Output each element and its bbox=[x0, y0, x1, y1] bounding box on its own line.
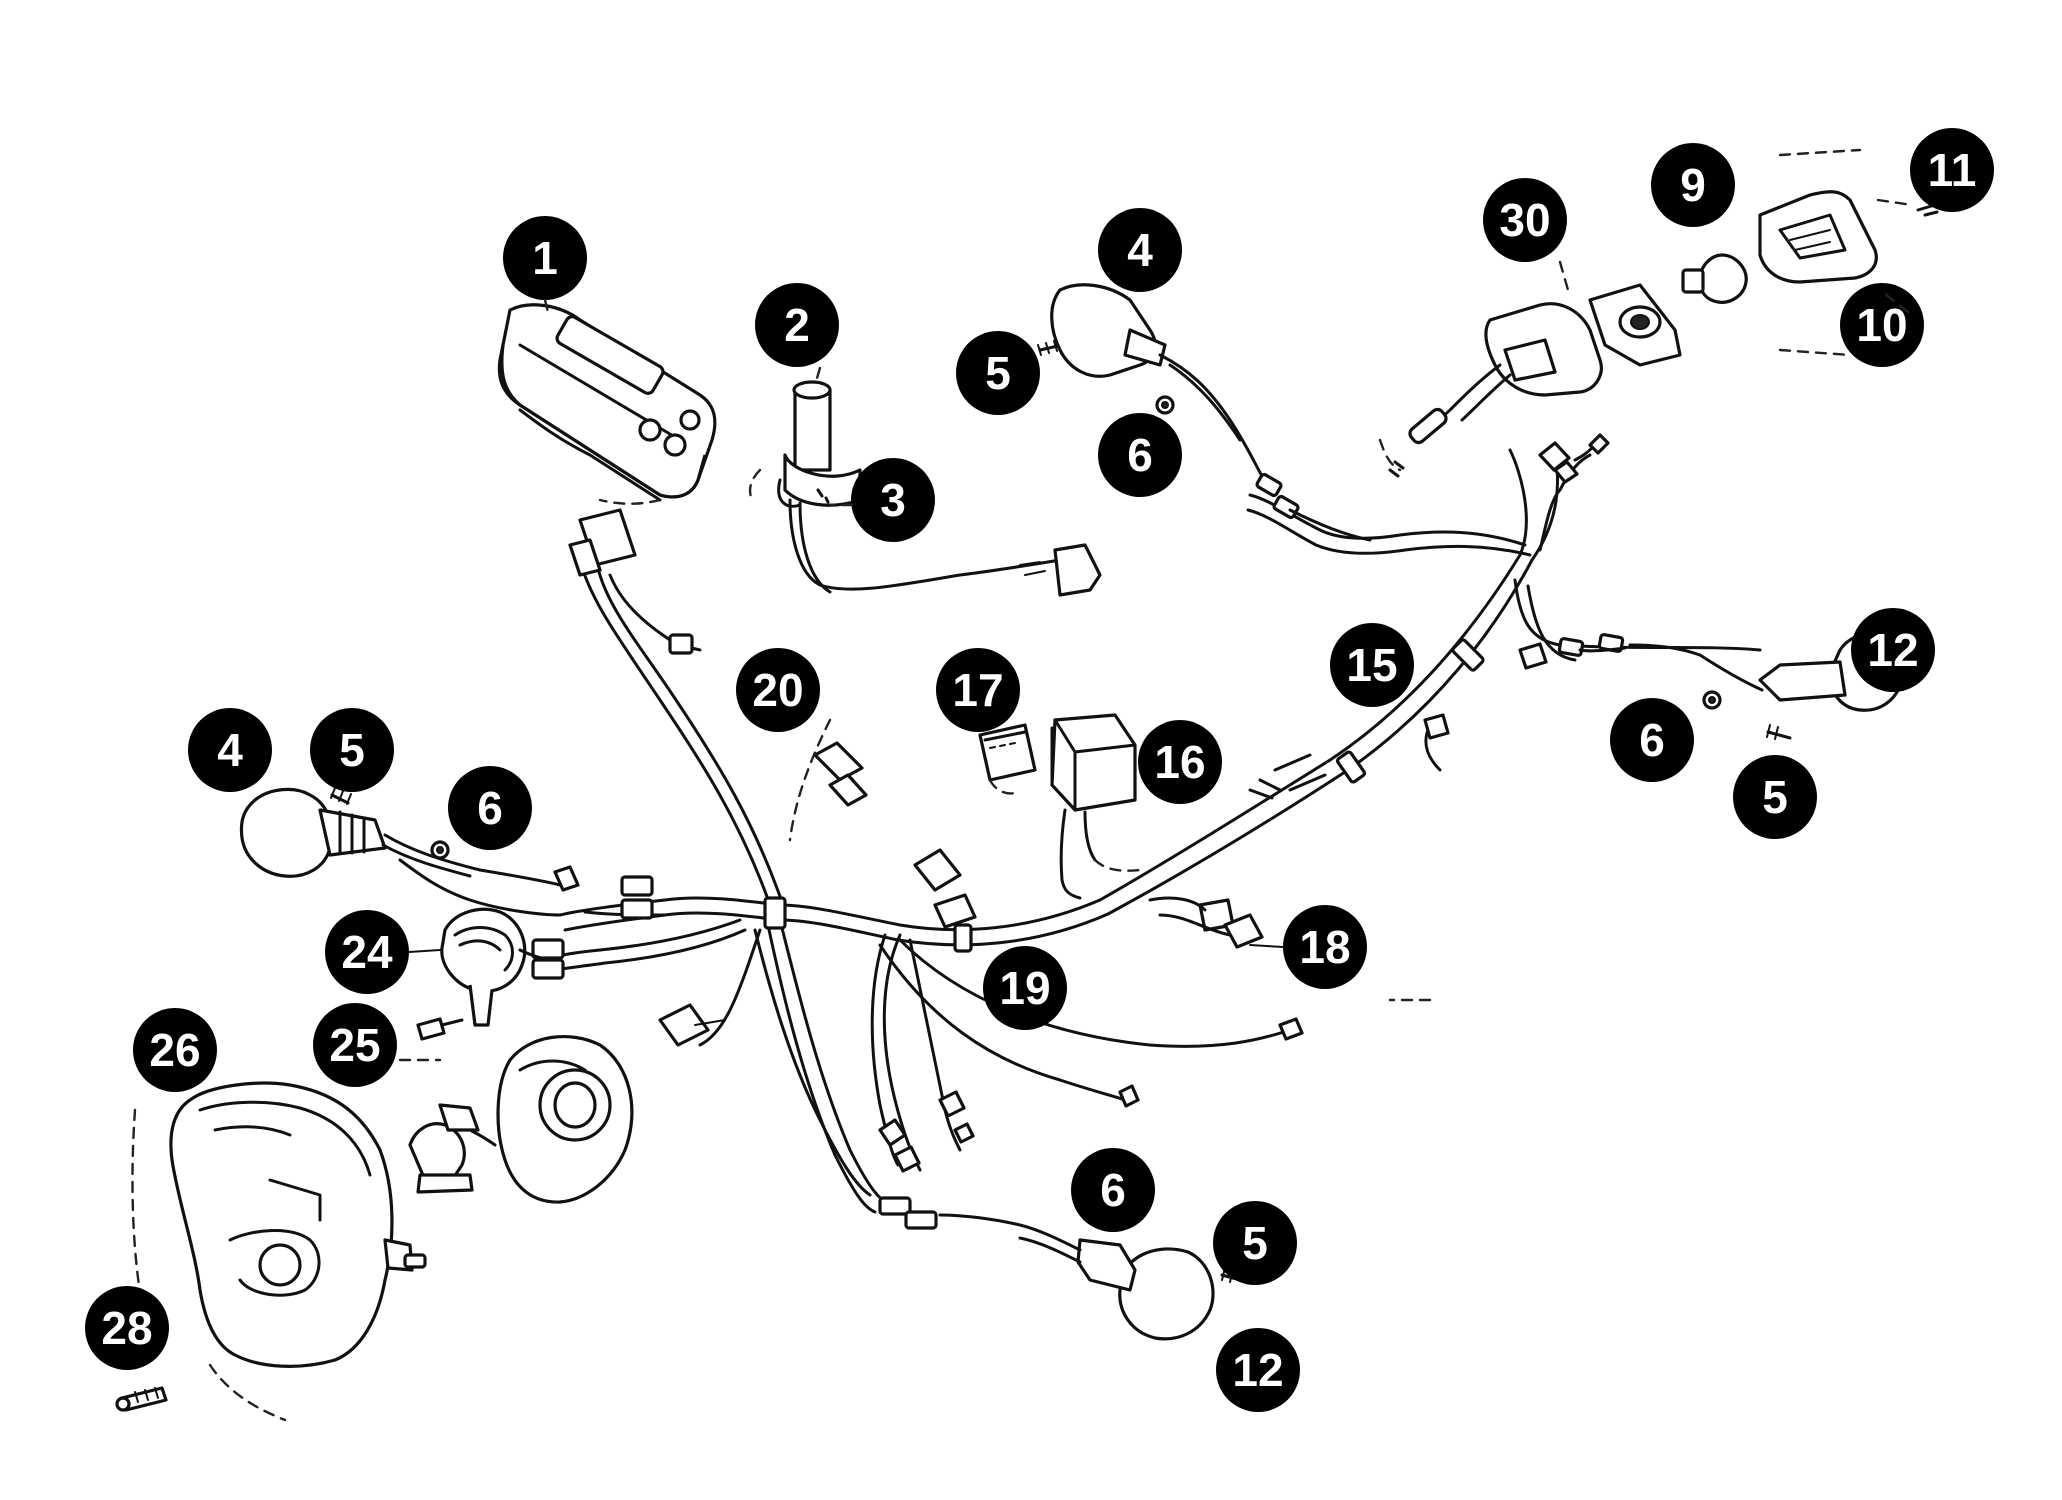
headlight-screw bbox=[115, 1386, 168, 1412]
callout-5-rear-left: 5 bbox=[956, 331, 1040, 415]
callout-6-front-left: 6 bbox=[448, 766, 532, 850]
callout-1: 1 bbox=[503, 216, 587, 300]
callout-30: 30 bbox=[1483, 178, 1567, 262]
flasher-relay bbox=[978, 723, 1037, 795]
callout-19-label: 19 bbox=[999, 962, 1050, 1014]
callout-2: 2 bbox=[755, 283, 839, 367]
callout-5-front-right: 5 bbox=[1213, 1201, 1297, 1285]
callout-15-label: 15 bbox=[1346, 639, 1397, 691]
callout-5-rear-right: 5 bbox=[1733, 755, 1817, 839]
callout-6-rear-right: 6 bbox=[1610, 698, 1694, 782]
indicator-front-left bbox=[239, 787, 580, 892]
callout-20-label: 20 bbox=[752, 664, 803, 716]
tail-light-assembly bbox=[1378, 148, 1940, 478]
callout-16: 16 bbox=[1138, 720, 1222, 804]
callout-6-front-right-label: 6 bbox=[1100, 1164, 1126, 1216]
horn bbox=[440, 907, 550, 1027]
callout-17-label: 17 bbox=[952, 664, 1003, 716]
callout-5-front-left-label: 5 bbox=[339, 724, 365, 776]
callout-5-rear-left-label: 5 bbox=[985, 347, 1011, 399]
callout-24-label: 24 bbox=[341, 926, 393, 978]
callout-5-rear-right-label: 5 bbox=[1762, 771, 1788, 823]
callout-3: 3 bbox=[851, 458, 935, 542]
callout-16-label: 16 bbox=[1154, 736, 1205, 788]
horn-bolt bbox=[398, 1017, 464, 1062]
callout-4-front-left: 4 bbox=[188, 708, 272, 792]
callout-4-rear-left-label: 4 bbox=[1127, 224, 1153, 276]
callout-5-front-left: 5 bbox=[310, 708, 394, 792]
callout-4-rear-left: 4 bbox=[1098, 208, 1182, 292]
callout-6-front-left-label: 6 bbox=[477, 782, 503, 834]
callout-10: 10 bbox=[1840, 283, 1924, 367]
callout-leaders bbox=[408, 260, 1910, 1002]
callout-11: 11 bbox=[1910, 128, 1994, 212]
callout-11-label: 11 bbox=[1928, 144, 1977, 196]
callout-19: 19 bbox=[983, 946, 1067, 1030]
callout-25-label: 25 bbox=[329, 1019, 380, 1071]
callout-12-rear-right: 12 bbox=[1851, 608, 1935, 692]
callout-17: 17 bbox=[936, 648, 1020, 732]
callout-20: 20 bbox=[736, 648, 820, 732]
callout-6-front-right: 6 bbox=[1071, 1148, 1155, 1232]
callout-6-rear-left: 6 bbox=[1098, 413, 1182, 497]
callout-5-front-right-label: 5 bbox=[1242, 1217, 1268, 1269]
callout-26: 26 bbox=[133, 1008, 217, 1092]
callout-15: 15 bbox=[1330, 623, 1414, 707]
callout-30-label: 30 bbox=[1499, 194, 1550, 246]
callout-12-rear-right-label: 12 bbox=[1867, 624, 1918, 676]
callout-18: 18 bbox=[1283, 905, 1367, 989]
connector-bundles bbox=[531, 718, 1304, 1230]
regulator-rectifier bbox=[1050, 713, 1142, 900]
callout-9: 9 bbox=[1651, 143, 1735, 227]
callout-2-label: 2 bbox=[784, 299, 810, 351]
headlight-bulb bbox=[408, 1103, 497, 1194]
callout-1-label: 1 bbox=[532, 232, 558, 284]
instrument-cluster bbox=[497, 303, 717, 655]
harness-sleeve-marks bbox=[763, 638, 1485, 953]
ignition-switch bbox=[748, 380, 1102, 597]
callout-12-front-right: 12 bbox=[1216, 1328, 1300, 1412]
callout-12-front-right-label: 12 bbox=[1232, 1344, 1283, 1396]
callout-6-rear-left-label: 6 bbox=[1127, 429, 1153, 481]
callout-9-label: 9 bbox=[1680, 159, 1706, 211]
callout-28: 28 bbox=[85, 1286, 169, 1370]
callout-6-rear-right-label: 6 bbox=[1639, 714, 1665, 766]
headlight-assembly bbox=[131, 1081, 427, 1422]
callout-25: 25 bbox=[313, 1003, 397, 1087]
callout-4-front-left-label: 4 bbox=[217, 724, 243, 776]
callout-18-label: 18 bbox=[1299, 921, 1350, 973]
callout-10-label: 10 bbox=[1856, 299, 1907, 351]
callout-28-label: 28 bbox=[101, 1302, 152, 1354]
indicator-rear-left bbox=[1037, 283, 1372, 542]
headlight-boot bbox=[496, 1034, 634, 1204]
callout-24: 24 bbox=[325, 910, 409, 994]
rear-branch-connectors bbox=[1423, 433, 1610, 772]
callout-3-label: 3 bbox=[880, 474, 906, 526]
callout-26-label: 26 bbox=[149, 1024, 200, 1076]
